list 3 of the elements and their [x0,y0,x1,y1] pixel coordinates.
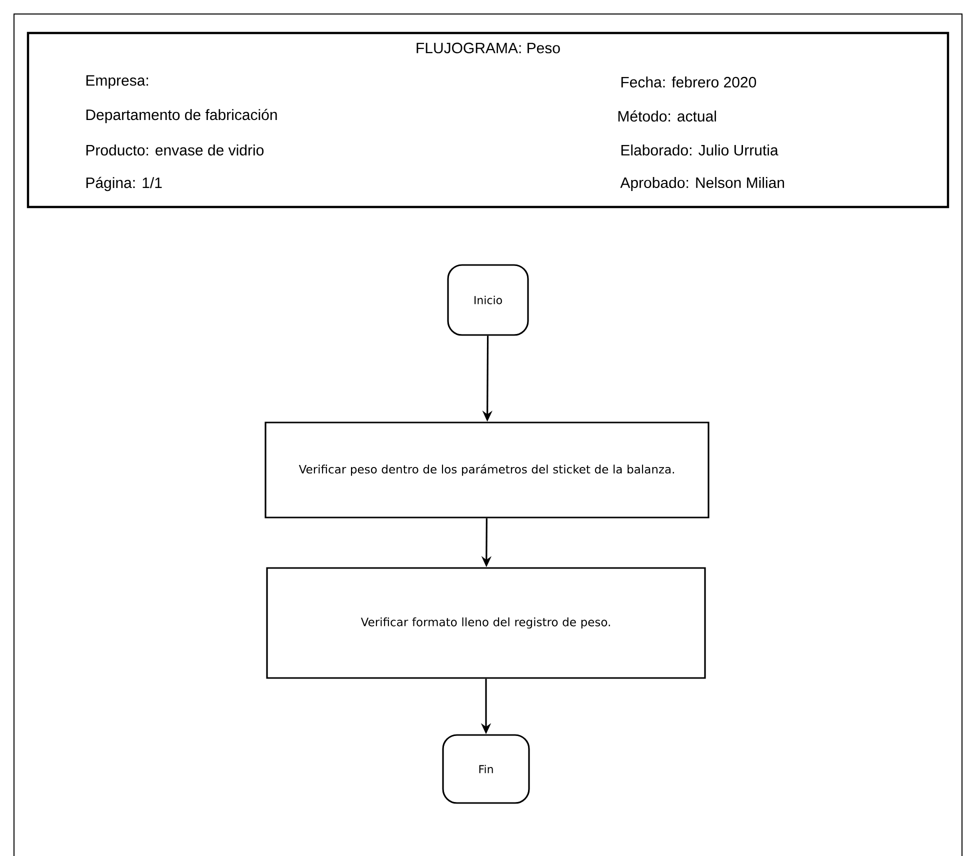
header-box: FLUJOGRAMA: Peso Empresa: Fecha: febrero 2020 Departamento de fabricación Método: actual Producto: envase de vidrio Elaborado: Julio Urrutia Página: 1/1 Aprobado: Nelson Milian [26,32,950,208]
process-box: Verificar formato lleno del registro de peso. [266,567,706,679]
process-box: Verificar peso dentro de los parámetros del sticket de la balanza. [264,422,710,518]
